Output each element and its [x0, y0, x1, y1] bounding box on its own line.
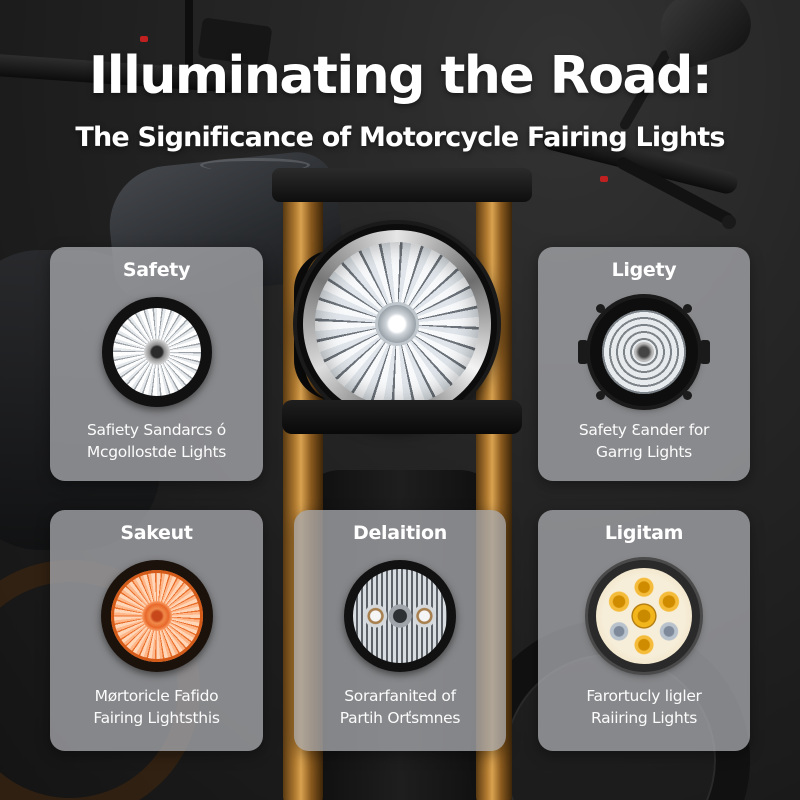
card-caption: Safety Ɛander for Garrıg Lights [544, 419, 744, 463]
card-title: Ligety [611, 259, 677, 281]
card-title: Delaition [353, 522, 447, 544]
card-caption-line-1: Safety Ɛander for [578, 421, 710, 439]
card-caption-line-1: Safiety Sandarcs ó [87, 421, 226, 439]
feature-card-delaition: Delaition Sorarfanited of Partih Orťsmne… [294, 510, 506, 751]
card-title: Ligitam [604, 522, 684, 544]
card-caption: Safiety Sandarcs ó Mcgollostde Lights [56, 419, 257, 463]
mount-bolt [683, 391, 692, 400]
card-caption-line-2: Fairing Lightsthis [93, 709, 220, 727]
mount-tab [578, 340, 588, 364]
card-caption-line-2: Mcgollostde Lights [86, 443, 227, 461]
feature-card-sakeut: Sakeut Mørtoricle Fafido Fairing Lightst… [50, 510, 263, 751]
upper-triple-clamp [272, 168, 532, 202]
card-caption-line-1: Mørtoricle Fafido [94, 687, 219, 705]
page-subtitle: The Significance of Motorcycle Fairing L… [75, 122, 725, 153]
mount-bolt [596, 304, 605, 313]
white-spoke-headlight-icon [101, 297, 212, 407]
brake-lever-knob [722, 215, 736, 229]
card-caption-line-2: Partih Orťsmnes [339, 709, 461, 727]
main-headlight [297, 224, 497, 424]
mount-bolt [596, 391, 605, 400]
page-title: Illuminating the Road: [88, 46, 713, 106]
card-caption: Farortucly ligler Raiiring Lights [544, 685, 744, 729]
right-switch-red-button [600, 176, 608, 182]
clear-reflector-headlight-icon [578, 298, 710, 406]
card-caption-line-1: Farortucly ligler [586, 687, 702, 705]
headlight-bulb-hub [375, 302, 419, 346]
card-title: Sakeut [120, 522, 193, 544]
feature-card-safety: Safety Safiety Sandarcs ó Mcgollostde Li… [50, 247, 263, 481]
orange-spoke-headlight-icon [100, 560, 213, 672]
left-switch-red-button [140, 36, 148, 42]
amber-multi-led-headlight-icon [588, 560, 700, 672]
card-caption-line-2: Raiiring Lights [590, 709, 698, 727]
mount-tab [700, 340, 710, 364]
fuel-tank-rim [200, 158, 310, 172]
feature-card-ligety: Ligety Safety Ɛander for Garrıg Lights [538, 247, 750, 481]
card-caption: Mørtoricle Fafido Fairing Lightsthis [56, 685, 257, 729]
mount-bolt [683, 304, 692, 313]
left-mirror-stem [185, 0, 193, 70]
headlight-bracket [282, 400, 522, 434]
led-projector-headlight-icon [344, 560, 456, 672]
headlight-lens [315, 242, 479, 406]
card-caption-line-1: Sorarfanited of [344, 687, 456, 705]
card-caption: Sorarfanited of Partih Orťsmnes [300, 685, 500, 729]
card-title: Safety [122, 259, 191, 281]
feature-card-ligitam: Ligitam Farortucly ligler Raiiring Light… [538, 510, 750, 751]
card-caption-line-2: Garrıg Lights [596, 443, 692, 461]
